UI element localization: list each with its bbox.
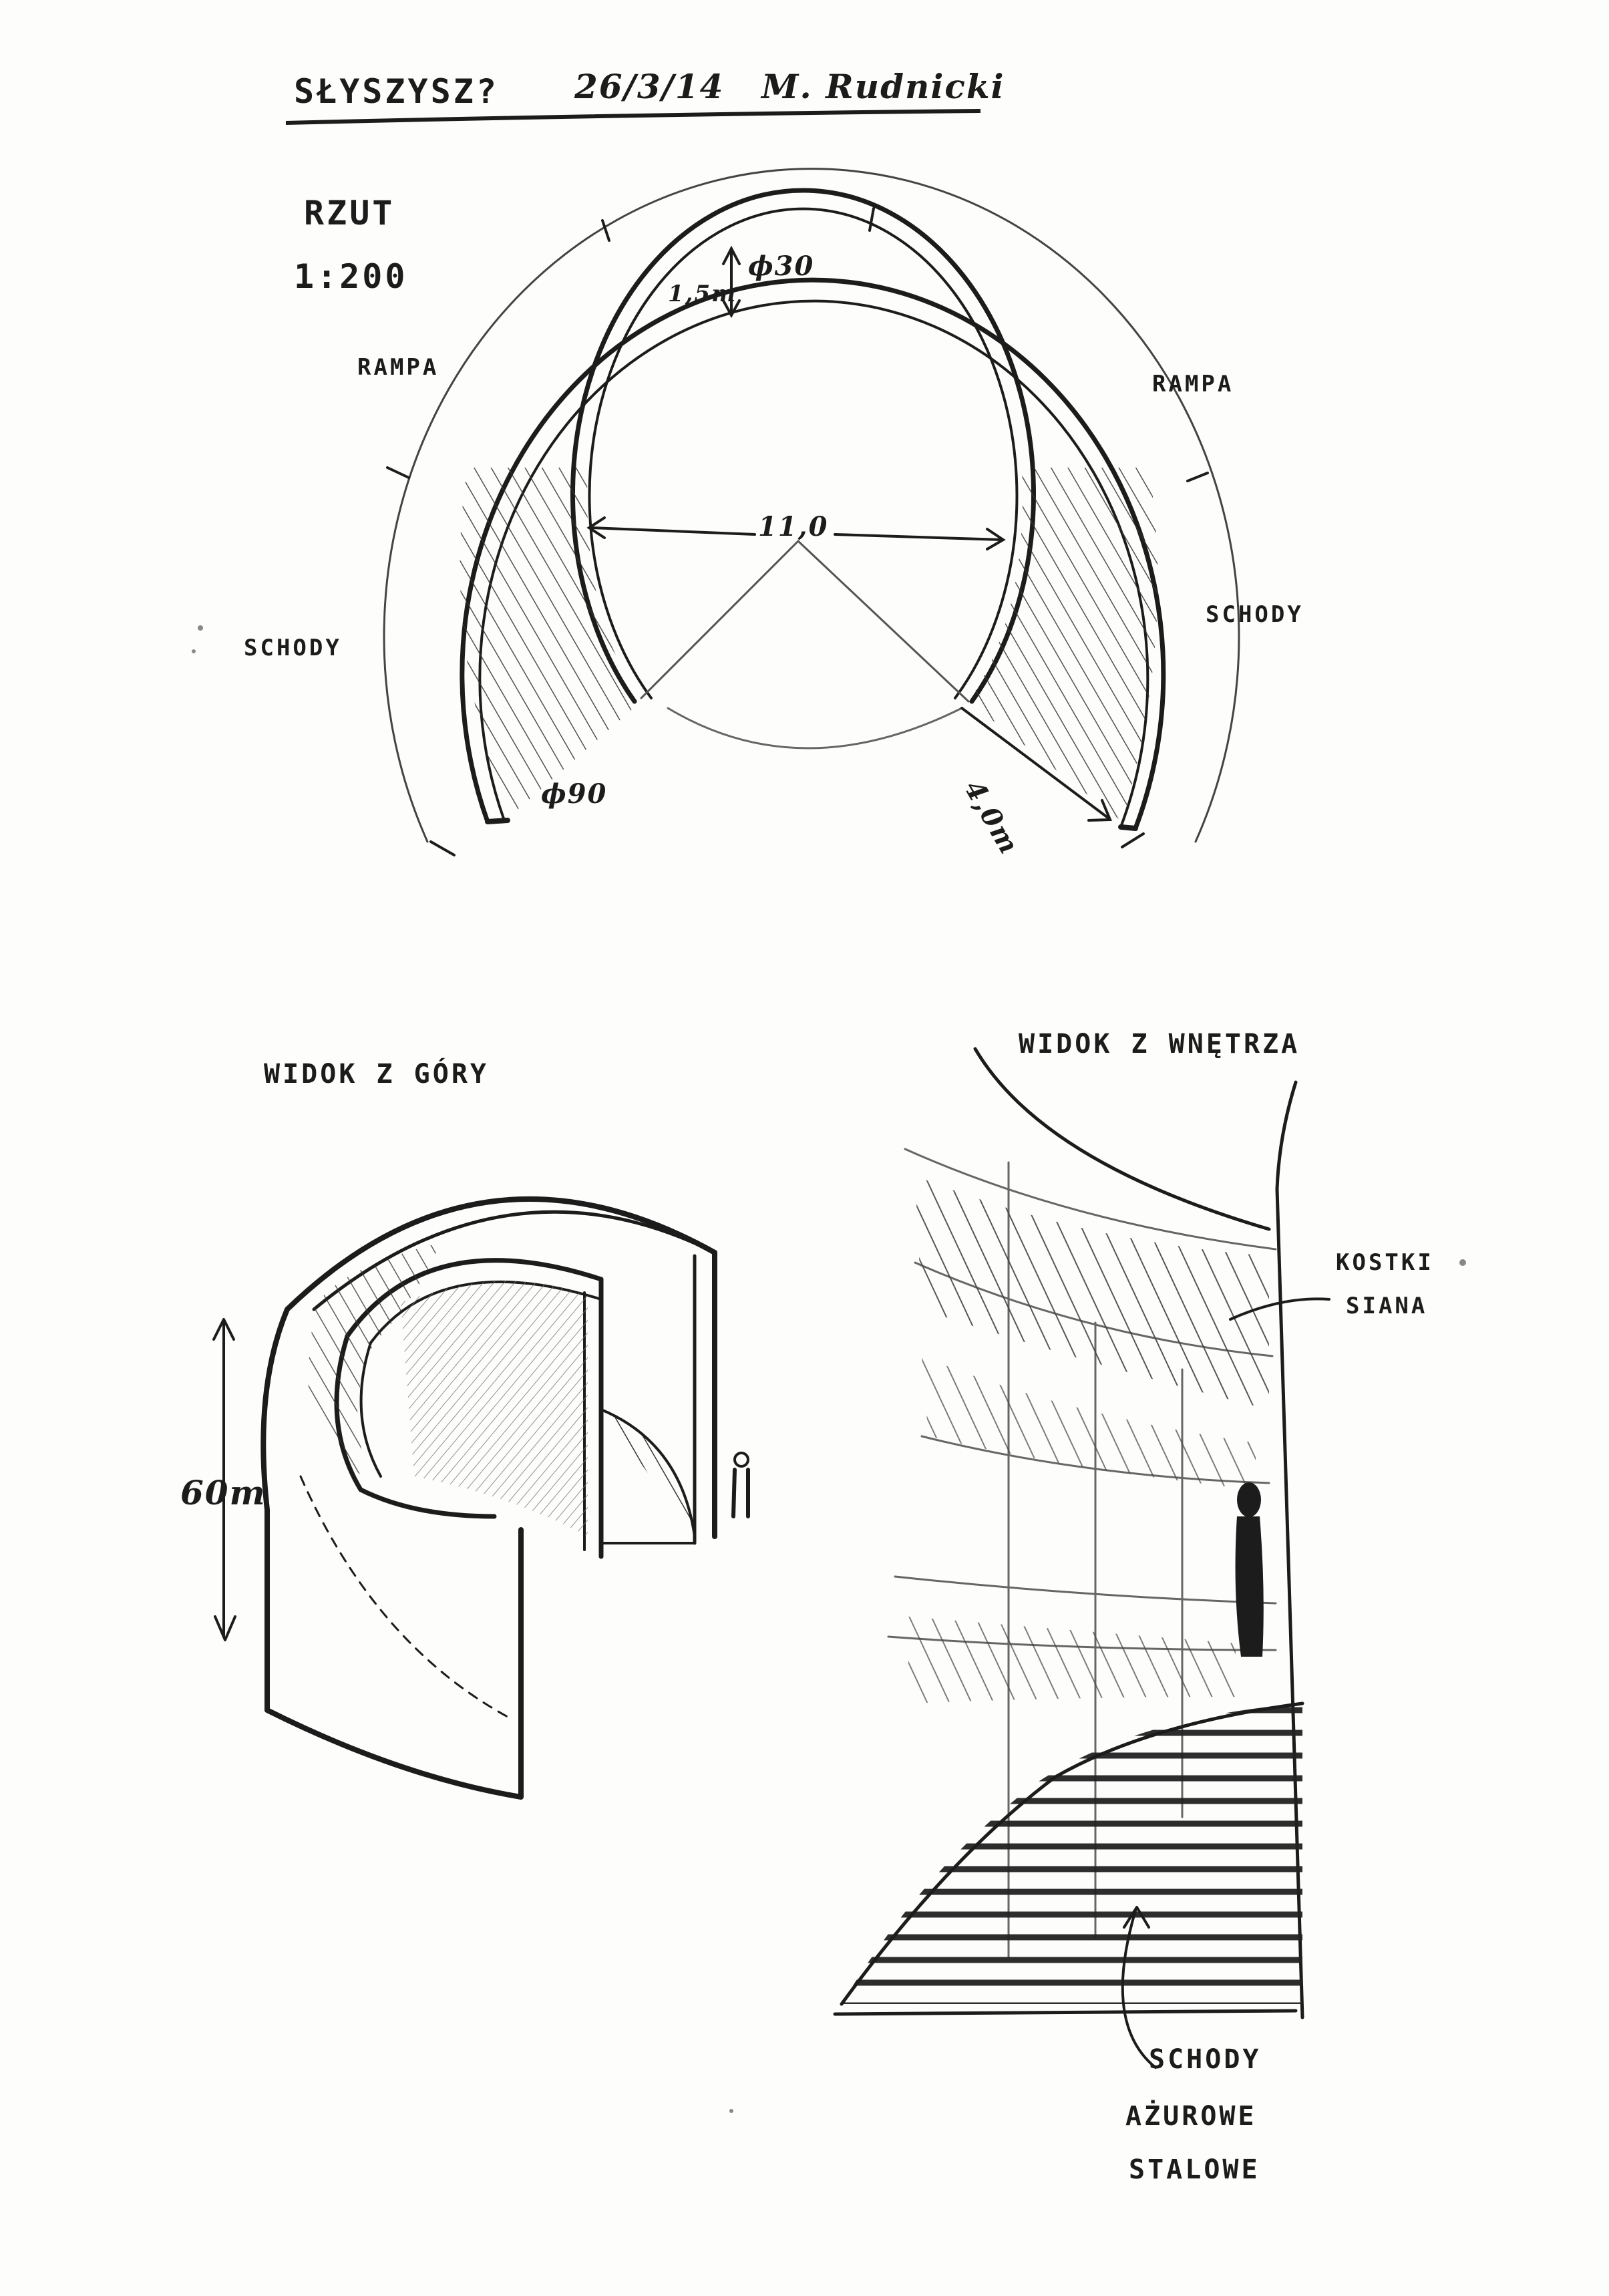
plan-stairs-left-label: SCHODY (244, 635, 342, 661)
plan-ramp-left-label: RAMPA (357, 354, 439, 381)
plan-label: RZUT (304, 194, 395, 232)
interior-human-figure (1235, 1482, 1264, 1657)
plan-stairs-left (460, 468, 641, 818)
interior-note-stairs-3: STALOWE (1129, 2154, 1260, 2185)
plan-dim-ring-top: ϕ30 (748, 251, 815, 282)
title-underline (285, 109, 981, 125)
interior-steel-stairs (842, 1703, 1302, 2004)
plan-dim-inner-diameter: 11,0 (758, 511, 829, 542)
interior-right-wall (1275, 1080, 1304, 2019)
plan-ramp-right-label: RAMPA (1152, 371, 1234, 397)
top-view-label: WIDOK Z GÓRY (264, 1059, 489, 1090)
plan-scale: 1:200 (294, 257, 408, 296)
sketch-date: 26/3/14 (574, 67, 725, 106)
interior-hay-bales-lower (908, 1617, 1236, 1703)
top-view-dim-height: 60m (180, 1473, 266, 1512)
sketch-title: SŁYSZYSZ? (294, 72, 499, 111)
top-view-human-figure (731, 1452, 750, 1518)
interior-view-drawing (833, 1047, 1330, 2069)
interior-note-stairs-2: AŻUROWE (1125, 2101, 1257, 2132)
interior-note-stairs-1: SCHODY (1149, 2044, 1262, 2075)
interior-view-label: WIDOK Z WNĘTRZA (1019, 1029, 1300, 1059)
interior-hay-bales-upper (915, 1176, 1269, 1410)
top-view-drawing (212, 1196, 750, 1800)
top-view-outer-wall (260, 1196, 717, 1800)
interior-note-bales-2: SIANA (1346, 1293, 1428, 1319)
plan-stairs-right (968, 468, 1158, 822)
plan-dim-ramp-width: 1,5m (668, 281, 737, 307)
sketch-author: M. Rudnicki (761, 67, 1005, 106)
plan-drawing (383, 168, 1240, 856)
interior-hay-bales-middle (922, 1356, 1256, 1490)
plan-dim-outer-diameter: ϕ90 (541, 778, 608, 810)
interior-left-wall (973, 1047, 1271, 1231)
plan-guide-arc (383, 168, 1240, 843)
interior-note-bales-1: KOSTKI (1336, 1249, 1434, 1276)
paper-specks (192, 625, 1466, 2113)
plan-stairs-right-label: SCHODY (1206, 601, 1304, 628)
